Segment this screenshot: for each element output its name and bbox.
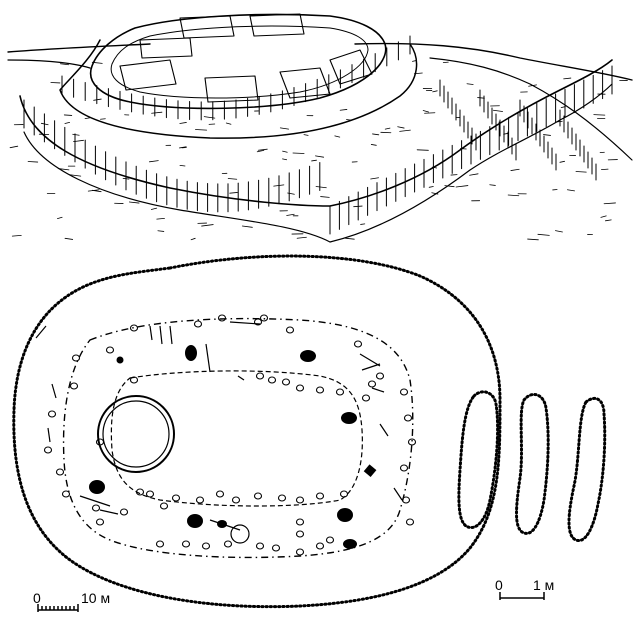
pits [89,345,377,549]
slope-hatching [9,60,628,241]
scale-left-value: 10 м [81,590,110,606]
site-plan [12,254,502,609]
inner-oval [110,370,363,507]
scale-left-zero: 0 [33,590,41,606]
scale-bar-right: 0 1 м [495,577,554,600]
scale-right-value: 1 м [533,577,554,593]
hut-plan-1 [457,390,500,529]
hut-plans [457,390,607,542]
lower-palisade [19,59,613,207]
hut-plan-3 [567,397,607,542]
palisade-posts [23,35,613,235]
scale-right-zero: 0 [495,577,503,593]
scale-bar-left: 0 10 м [33,590,110,612]
reconstruction-drawing [7,13,633,243]
large-open-pit [230,524,250,544]
huts-group [119,13,373,103]
plan-marks [35,321,403,531]
circular-structure [97,395,175,473]
hill-outline [7,57,633,161]
hut-plan-2 [515,392,550,535]
middle-fence [59,39,418,139]
upper-fence [89,13,387,110]
inner-enclosure [62,317,414,559]
outer-boundary [12,254,502,609]
post-holes [43,314,417,556]
horizon-line [7,42,633,81]
lower-palisade-base [23,83,613,243]
